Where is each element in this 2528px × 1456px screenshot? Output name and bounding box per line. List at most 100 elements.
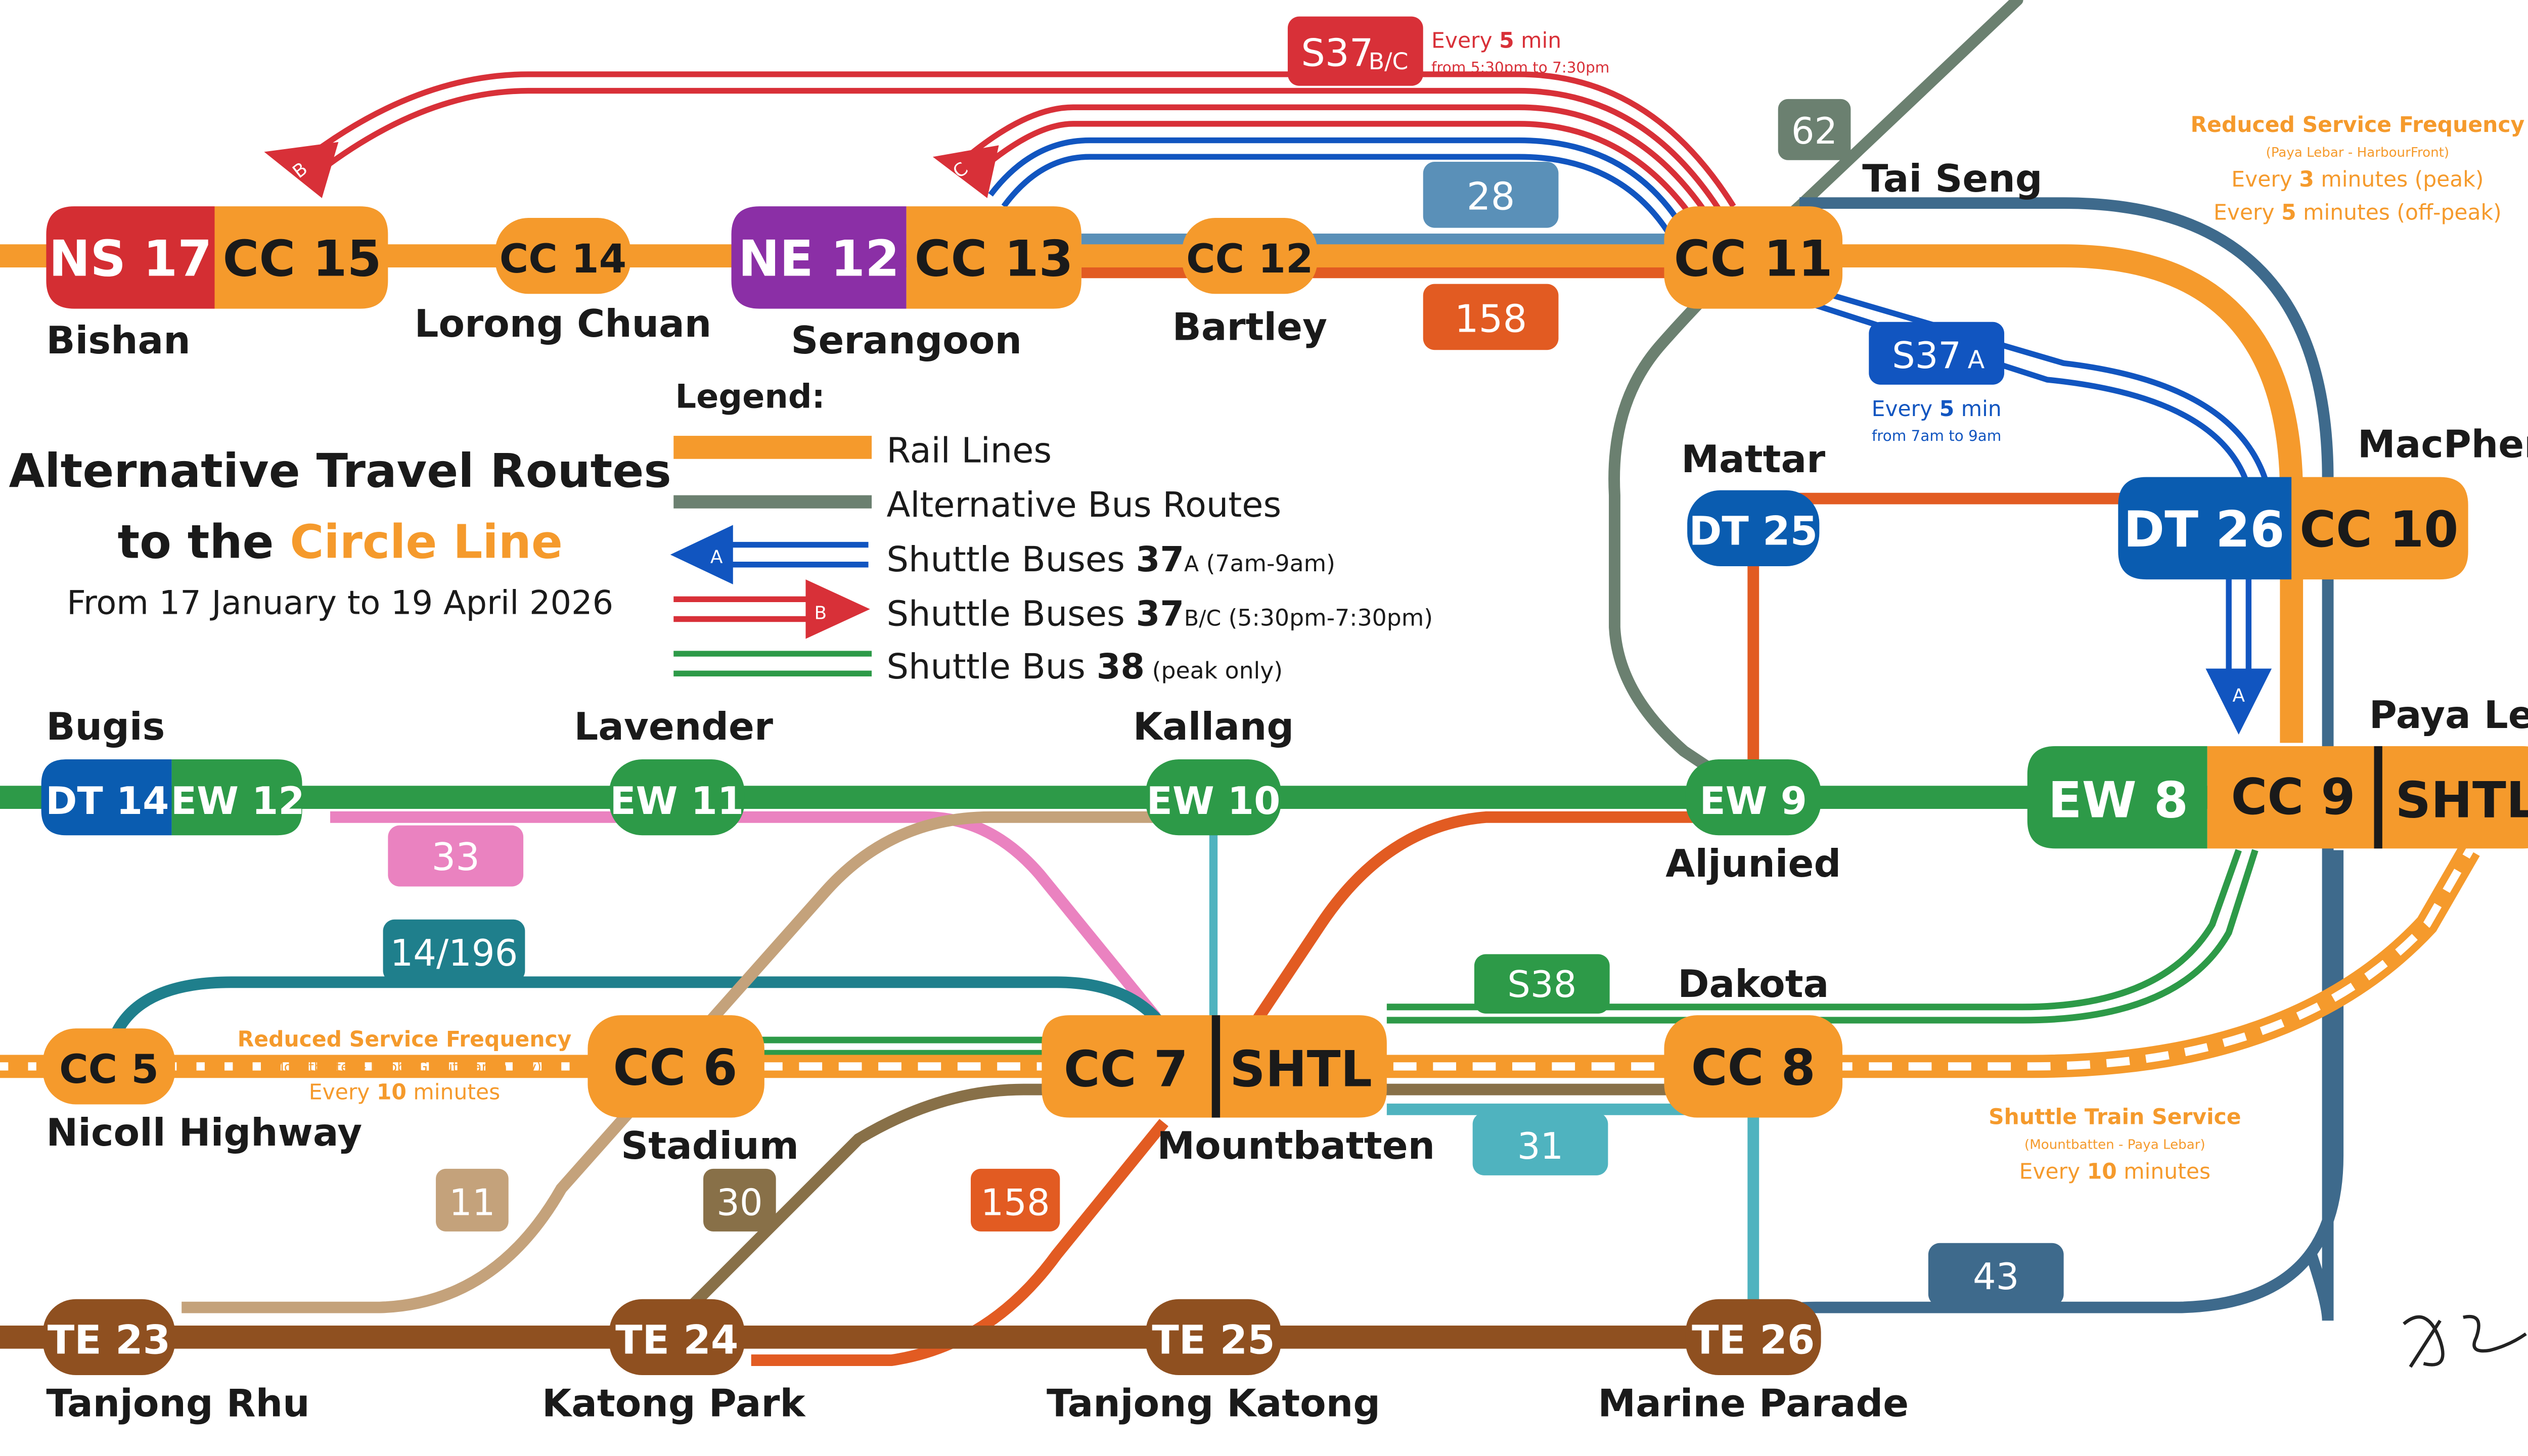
station-bugis: DT 14 EW 12 Bugis xyxy=(41,704,305,836)
svg-text:EW 8: EW 8 xyxy=(2048,771,2188,829)
svg-text:TE 26: TE 26 xyxy=(1692,1317,1815,1363)
bus-badges: 62 28 158 33 14/196 11 30 158 xyxy=(383,16,2064,1306)
legend-s37a: Shuttle Buses 37A (7am-9am) xyxy=(886,539,1335,580)
station-mountbatten: CC 7 SHTL Mountbatten xyxy=(1042,1015,1435,1168)
bus-11-route xyxy=(182,811,1156,1313)
station-tanjong-rhu: TE 23 Tanjong Rhu xyxy=(42,1299,310,1426)
legend-rail: Rail Lines xyxy=(886,430,1052,471)
legend: Legend: Rail Lines Alternative Bus Route… xyxy=(670,378,1433,687)
svg-text:A: A xyxy=(1968,345,1985,374)
svg-text:Kallang: Kallang xyxy=(1133,704,1294,749)
svg-text:A: A xyxy=(710,547,723,567)
reduced-sw-freq: Every 10 minutes xyxy=(309,1080,500,1105)
station-tai-seng: CC 11 Tai Seng xyxy=(1664,156,2043,309)
svg-text:Mattar: Mattar xyxy=(1681,437,1825,481)
svg-text:Lorong Chuan: Lorong Chuan xyxy=(415,301,712,346)
bus-158-mountbatten-south xyxy=(751,1119,1168,1367)
svg-text:SHTL: SHTL xyxy=(1230,1041,1372,1099)
station-marine-parade: TE 26 Marine Parade xyxy=(1598,1299,1909,1426)
svg-text:DT 14: DT 14 xyxy=(46,779,169,823)
svg-text:CC 10: CC 10 xyxy=(2299,501,2458,559)
bus-s38-badge: S38 xyxy=(1474,954,1610,1014)
bus-30-route xyxy=(656,1083,1701,1341)
svg-text:CC 7: CC 7 xyxy=(1064,1041,1188,1099)
s37bc-badge: S37 B/C xyxy=(1287,16,1423,86)
svg-text:S37: S37 xyxy=(1892,334,1961,377)
svg-text:EW 9: EW 9 xyxy=(1699,779,1807,823)
station-macpherson: DT 26 CC 10 MacPherson xyxy=(2118,422,2528,580)
svg-text:Stadium: Stadium xyxy=(621,1123,799,1168)
svg-text:Tai Seng: Tai Seng xyxy=(1862,156,2042,201)
shuttle-line-dashes xyxy=(759,848,2473,1071)
bus-14-196-badge: 14/196 xyxy=(383,919,525,982)
svg-text:DT 26: DT 26 xyxy=(2124,501,2285,559)
svg-text:CC 9: CC 9 xyxy=(2231,768,2356,826)
bus-steel-taiseng-paya xyxy=(1799,197,2334,1321)
svg-text:CC 11: CC 11 xyxy=(1674,230,1833,288)
reduced-ne-offpeak: Every 5 minutes (off-peak) xyxy=(2214,200,2502,225)
svg-text:TE 24: TE 24 xyxy=(615,1317,738,1363)
svg-text:CC 8: CC 8 xyxy=(1691,1039,1816,1097)
svg-text:SHTL: SHTL xyxy=(2396,771,2528,829)
svg-text:B/C: B/C xyxy=(1369,48,1409,75)
legend-s38-swatch xyxy=(673,651,872,676)
svg-text:NS 17: NS 17 xyxy=(49,230,212,288)
svg-text:DT 25: DT 25 xyxy=(1689,509,1818,555)
arrow-a-down-icon xyxy=(2205,668,2272,735)
arrow-b-icon xyxy=(264,142,339,198)
svg-text:CC 12: CC 12 xyxy=(1186,236,1313,282)
svg-text:Paya Lebar: Paya Lebar xyxy=(2369,693,2528,737)
bus-158-aljunied-mountbatten xyxy=(1250,811,1753,1027)
legend-s37bc-swatch: B xyxy=(673,579,870,639)
svg-text:62: 62 xyxy=(1791,110,1837,152)
svg-text:43: 43 xyxy=(1973,1255,2019,1298)
svg-text:CC 5: CC 5 xyxy=(59,1046,159,1093)
station-lavender: EW 11 Lavender xyxy=(574,704,773,836)
svg-text:S38: S38 xyxy=(1507,963,1576,1006)
title-line-1: Alternative Travel Routes xyxy=(9,444,671,498)
svg-text:30: 30 xyxy=(716,1181,762,1223)
title-line-3: From 17 January to 19 April 2026 xyxy=(67,584,613,622)
svg-text:S37: S37 xyxy=(1301,31,1373,75)
station-serangoon: NE 12 CC 13 Serangoon xyxy=(731,206,1081,362)
svg-text:MacPherson: MacPherson xyxy=(2358,422,2528,466)
svg-text:CC 13: CC 13 xyxy=(915,230,1073,288)
svg-text:Marine Parade: Marine Parade xyxy=(1598,1381,1909,1426)
bus-158-badge-bottom: 158 xyxy=(971,1168,1060,1232)
station-katong-park: TE 24 Katong Park xyxy=(542,1299,806,1426)
bus-33-badge: 33 xyxy=(388,825,524,887)
station-paya-lebar: EW 8 CC 9 SHTL Paya Lebar xyxy=(2027,693,2528,849)
legend-rail-swatch xyxy=(673,436,872,459)
bus-31-badge: 31 xyxy=(1472,1112,1608,1175)
svg-text:EW 11: EW 11 xyxy=(610,779,744,823)
svg-text:33: 33 xyxy=(431,835,480,879)
service-notes: Every 5 min from 5:30pm to 7:30pm Every … xyxy=(238,29,2525,1185)
shuttle-37bc: B C xyxy=(264,71,1736,221)
shuttle-train-sub: (Mountbatten - Paya Lebar) xyxy=(2024,1138,2205,1153)
reduced-ne-peak: Every 3 minutes (peak) xyxy=(2231,167,2484,192)
station-aljunied: EW 9 Aljunied xyxy=(1665,759,1841,886)
reduced-ne-sub: (Paya Lebar - HarbourFront) xyxy=(2266,145,2449,160)
svg-text:TE 23: TE 23 xyxy=(48,1317,170,1363)
stations: NS 17 CC 15 Bishan CC 14 Lorong Chuan NE… xyxy=(41,156,2528,1426)
map-title: Alternative Travel Routes to the Circle … xyxy=(9,444,671,622)
bus-28-badge: 28 xyxy=(1423,162,1559,228)
svg-text:Nicoll Highway: Nicoll Highway xyxy=(46,1110,362,1155)
station-lorong-chuan: CC 14 Lorong Chuan xyxy=(415,218,712,346)
s38-route-2 xyxy=(1386,849,2259,1024)
svg-text:EW 12: EW 12 xyxy=(171,779,305,823)
svg-text:CC 15: CC 15 xyxy=(222,230,381,288)
s37a-window: from 7am to 9am xyxy=(1872,427,2001,444)
station-tanjong-katong: TE 25 Tanjong Katong xyxy=(1047,1299,1380,1426)
svg-text:Tanjong Rhu: Tanjong Rhu xyxy=(46,1381,309,1426)
bus-43-badge: 43 xyxy=(1928,1243,2064,1306)
s37bc-frequency: Every 5 min xyxy=(1431,29,1561,54)
station-kallang: EW 10 Kallang xyxy=(1133,704,1294,836)
svg-text:NE 12: NE 12 xyxy=(738,230,899,288)
station-dakota: CC 8 Dakota xyxy=(1664,962,1843,1118)
svg-text:Dakota: Dakota xyxy=(1678,962,1829,1006)
shuttle-train-freq: Every 10 minutes xyxy=(2019,1159,2210,1184)
bus-30-badge: 30 xyxy=(703,1168,776,1232)
station-bartley: CC 12 Bartley xyxy=(1172,218,1327,349)
svg-text:Mountbatten: Mountbatten xyxy=(1157,1123,1435,1168)
